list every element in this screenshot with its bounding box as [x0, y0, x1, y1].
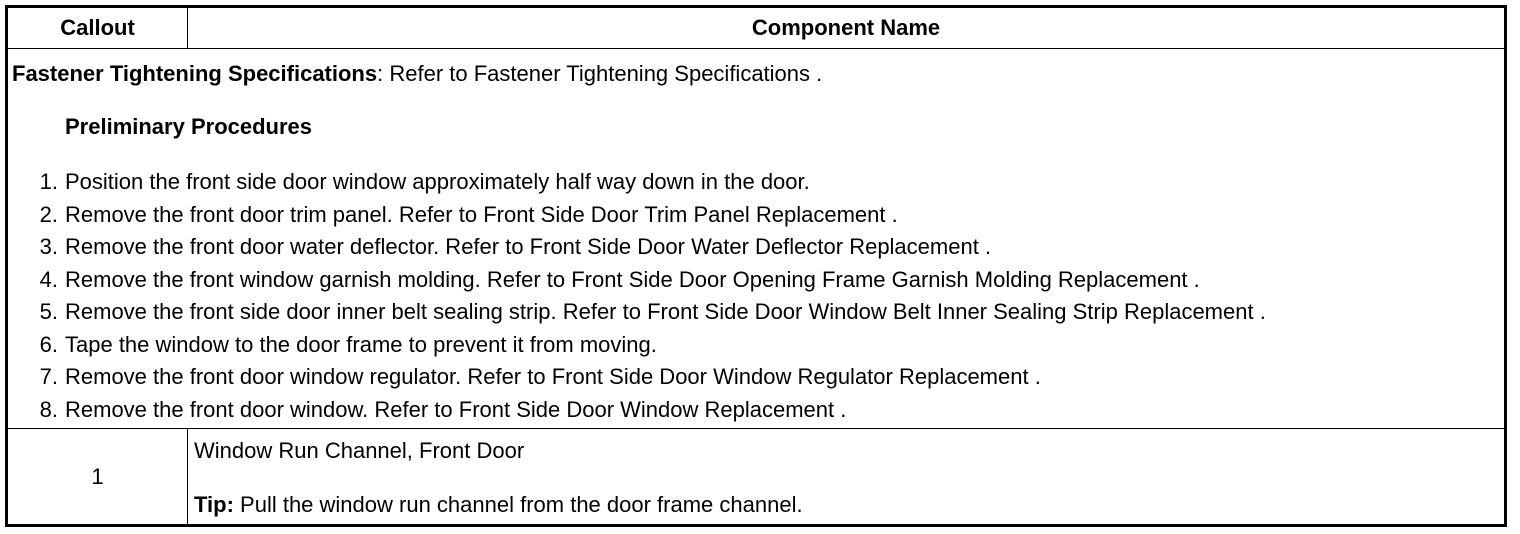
step-number: 6. [39, 331, 58, 357]
step-number: 7. [39, 364, 58, 389]
fastener-spec-text: Refer to Fastener Tightening Specificati… [389, 61, 823, 86]
header-row: Callout Component Name [7, 7, 1505, 49]
step-text: Remove the front window garnish molding.… [65, 266, 1200, 292]
tip-text: Pull the window run channel from the doo… [233, 492, 803, 517]
step-text: Remove the front door window. Refer to F… [65, 396, 847, 422]
step-item: 5. Remove the front side door inner belt … [12, 296, 1504, 329]
step-item: 4. Remove the front window garnish moldin… [12, 264, 1504, 297]
step-text: Remove the front door water deflector. R… [65, 234, 992, 259]
step-number: 3. [39, 234, 58, 259]
step-text: Remove the front door window regulator. … [65, 364, 1041, 389]
component-cell: Window Run Channel, Front Door Tip: Pull… [187, 428, 1505, 525]
step-item: 6. Tape the window to the door frame to p… [12, 329, 1504, 362]
step-number: 4. [39, 266, 58, 292]
procedure-table-frame: Callout Component Name Fastener Tighteni… [5, 5, 1507, 527]
step-number: 1. [39, 169, 58, 194]
component-name: Window Run Channel, Front Door [194, 438, 525, 463]
component-tip: Tip: Pull the window run channel from th… [194, 491, 1504, 519]
step-item: 1. Position the front side door window ap… [12, 166, 1504, 199]
step-text: Position the front side door window appr… [65, 169, 810, 194]
step-number: 2. [39, 201, 58, 227]
fastener-spec-line: Fastener Tightening Specifications: Refe… [12, 59, 1504, 89]
step-text: Remove the front side door inner belt se… [65, 299, 1266, 324]
step-text: Remove the front door trim panel. Refer … [65, 201, 898, 227]
tip-label: Tip: [194, 492, 234, 517]
step-text: Tape the window to the door frame to pre… [65, 331, 657, 357]
header-callout: Callout [7, 7, 188, 49]
step-number: 5. [39, 299, 58, 324]
step-item: 2. Remove the front door trim panel. Refe… [12, 199, 1504, 232]
procedure-table: Callout Component Name Fastener Tighteni… [7, 7, 1505, 525]
fastener-spec-label: Fastener Tightening Specifications [12, 61, 378, 86]
fastener-spec-separator: : [377, 61, 390, 86]
preliminary-procedures-title: Preliminary Procedures [65, 114, 313, 139]
specification-row: Fastener Tightening Specifications: Refe… [7, 48, 1505, 429]
step-item: 3. Remove the front door water deflector.… [12, 231, 1504, 264]
step-item: 8. Remove the front door window. Refer to… [12, 394, 1504, 427]
callout-number: 1 [7, 428, 188, 525]
specification-cell: Fastener Tightening Specifications: Refe… [7, 48, 1505, 429]
preliminary-steps-list: 1. Position the front side door window ap… [12, 166, 1504, 426]
step-number: 8. [39, 396, 58, 422]
component-row: 1 Window Run Channel, Front Door Tip: Pu… [7, 428, 1505, 525]
step-item: 7. Remove the front door window regulator… [12, 361, 1504, 394]
header-component-name: Component Name [187, 7, 1505, 49]
